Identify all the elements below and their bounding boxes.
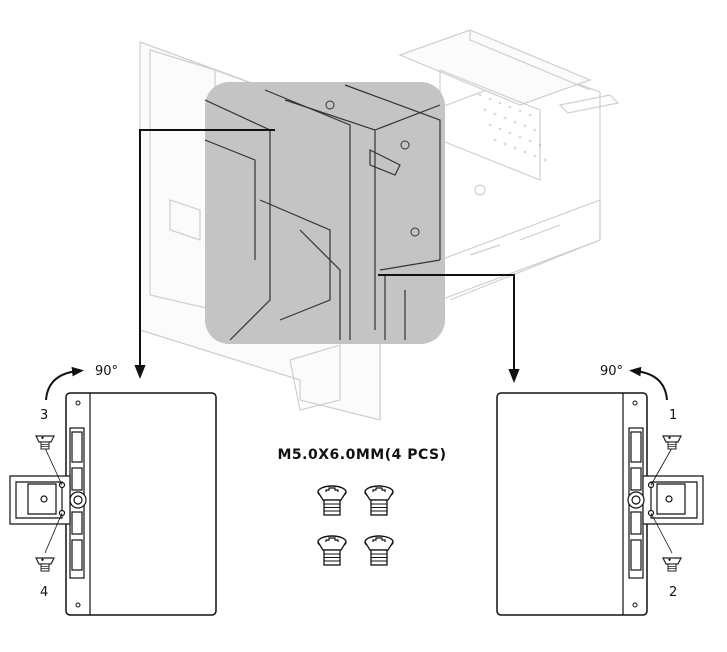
rotation-arrow-left bbox=[45, 366, 84, 401]
din-rail-bracket-left bbox=[9, 427, 87, 579]
screw-set bbox=[317, 485, 394, 566]
screw-spec-label: M5.0X6.0MM(4 PCS) bbox=[277, 447, 447, 463]
screw-number-1: 1 bbox=[669, 408, 678, 423]
screw-number-3: 3 bbox=[40, 408, 49, 423]
screw-number-2: 2 bbox=[669, 585, 678, 600]
din-rail-bracket-right bbox=[627, 427, 704, 579]
rotation-arrow-right bbox=[629, 366, 668, 401]
rotation-label-left: 90° bbox=[95, 364, 119, 379]
rotation-label-right: 90° bbox=[600, 364, 624, 379]
leader-line-right bbox=[378, 274, 520, 383]
screw-number-4: 4 bbox=[40, 585, 49, 600]
left-unit bbox=[9, 366, 217, 616]
right-unit bbox=[496, 366, 704, 616]
leader-line-left bbox=[134, 129, 275, 379]
zoom-detail-panel bbox=[204, 82, 445, 344]
